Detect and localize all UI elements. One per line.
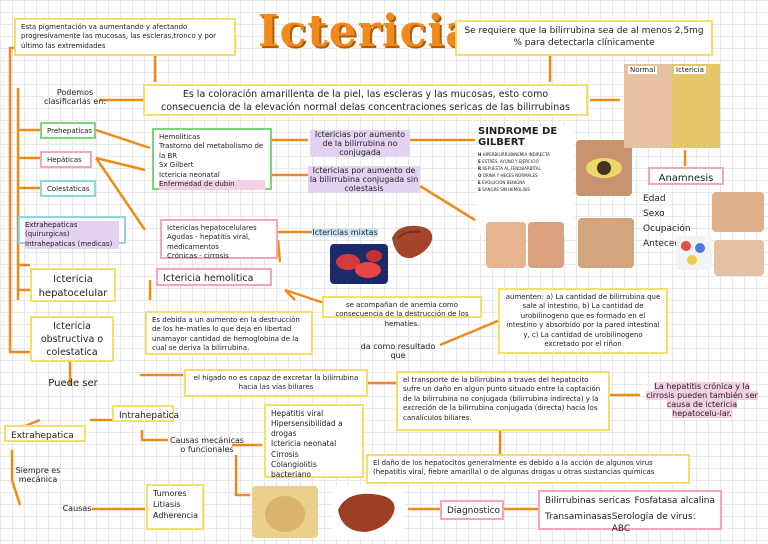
torso-image [528,222,564,268]
page-title: Ictericia [258,6,475,57]
anamnesis-title: Anamnesis [648,167,724,185]
liver-excretion-note: el hígado no es capaz de excretar la bil… [184,369,368,397]
intrahepatica-label: Intrahepatica [112,405,179,422]
gilbert-line: E EVOLUCIÓN BENIGNA [478,180,525,185]
class-colestaticas: Colestaticas [40,180,96,197]
hand-image [712,192,764,232]
liver-cirrhosis-image [332,486,404,538]
ictericia-label: Ictericia [674,66,706,74]
extra-causes: Tumores Litiasis Adherencia [146,484,204,530]
result-box: aumenten: a) La cantidad de bilirrubina … [498,288,668,354]
mixed-label: Ictericias mixtas [312,228,378,237]
cause-item: Tumores [153,489,187,498]
cause-item: Cirrosis [271,449,299,459]
pigmentation-note: Esta pigmentación va aumentando y afecta… [14,18,236,56]
pills-image [676,236,712,270]
hepatocelular-title: Ictericia hepatocelular [30,268,116,302]
gilbert-line: R REPUESTA AL FENOBARBITAL [478,166,541,171]
gilbert-line: H HIPERBILIRRUBINEMIA INDIRECTA [478,152,550,157]
anamnesis-item: Sexo [643,209,665,219]
intra-causes-label: Causas mecánicas o funcionales [169,436,245,454]
damage-note: El daño de los hepatocitos generalmente … [366,454,690,484]
colestaticas-extra: Extrahepaticas (quirurgicas) [25,221,119,240]
gilbert-title: SINDROME DE GILBERT [478,126,558,148]
cells-image [330,244,388,284]
cause-item: Ictericia neonatal [271,439,337,449]
yellow-eye-image [576,140,632,196]
face-comparison: Normal Ictericia [624,64,720,148]
cause-item: Enfermedad de dubin [159,180,265,190]
anamnesis-item: Ocupación [643,224,691,234]
intra-causes: Hepatitis viral Hipersensibilidad a drog… [264,404,364,479]
cause-item: Hepatitis viral [271,409,324,418]
prehepatic-causes: Hemoliticas Trastorno del metabolismo de… [152,128,272,190]
cause-item: Litiasis [153,499,181,509]
baby-image [252,486,318,538]
anamnesis-item: Edad [643,194,666,204]
gilbert-line: O ORINA Y HECES NORMALES [478,173,538,178]
obstructiva-title: Ictericia obstructiva o colestatica [30,316,114,362]
colestaticas-subtypes: Extrahepaticas (quirurgicas) Intrahepati… [18,216,126,250]
hemolitica-title: Ictericia hemolitica [156,268,272,286]
hepatic-causes: Ictericias hepatocelulares Agudas - hepa… [160,219,278,261]
detection-threshold-note: Se requiere que la bilirrubina sea de al… [455,20,713,56]
cause-item: Hipersensibilidad a drogas [271,419,343,439]
colestaticas-intra: Intrahepaticas (medicas) [25,239,119,250]
cause-item: Adherencia [153,510,199,520]
extrahepatica-label: Extrahepatica [4,425,86,442]
can-be-label: Puede ser [48,378,98,389]
normal-label: Normal [628,66,658,74]
causes-label: Causas [62,504,92,513]
gilbert-list: H HIPERBILIRRUBINEMIA INDIRECTA E ESTRÉS… [478,151,574,193]
anamnesis-list: Edad Sexo Ocupación Antecedentes [643,192,705,252]
cause-item: Agudas - hepatitis viral, medicamentos [167,233,251,251]
classify-label: Podemos clasificarlas en: [43,88,107,106]
cause-item: Ictericia neonatal [159,170,220,179]
cause-item: Sx Gilbert [159,161,194,170]
result-label: da como resultado que [360,342,436,360]
always-mechanical: Siempre es mecánica [15,466,61,484]
cause-item: Hemoliticas [159,133,201,141]
conjugated-label: Ictericias por aumento de la bilirrubina… [308,166,420,193]
cause-item: Ictericias hepatocelulares [167,224,257,232]
cause-item: Trastorno del metabolismo de la BR [159,142,264,160]
patient-image [714,240,764,276]
chronic-note: La hepatitis crónica y la cirrosis puede… [646,382,758,418]
diagnostico-title: Diagnostico [440,500,504,520]
patient-face-image [578,218,634,268]
gilbert-card: SINDROME DE GILBERT H HIPERBILIRRUBINEMI… [478,126,574,234]
definition-box: Es la coloración amarillenta de la piel,… [143,84,588,116]
gilbert-line: S SANGRE SIN HEMÓLISIS [478,187,530,192]
anamnesis-item: Antecedentes [643,239,706,249]
cause-item: Colangiolitis bacteriano [271,459,317,479]
torso-image [486,222,526,268]
transport-note: el transporte de la bilirrubina a traves… [396,371,610,431]
hemolitica-desc: Es debida a un aumento en la destrucción… [145,311,313,355]
cause-item: Crónicas - cirrosis [167,252,229,261]
gilbert-line: E ESTRÉS, AYUNO Y EJERCICIO [478,159,539,164]
class-prehepaticas: Prehepaticas [40,122,96,139]
class-hepaticas: Hepáticas [40,151,92,168]
anemia-note: se acompañan de anemia como consecuencia… [322,296,482,328]
unconjugated-label: Ictericias por aumento de la bilirrubina… [310,130,410,157]
liver-image [392,225,433,259]
